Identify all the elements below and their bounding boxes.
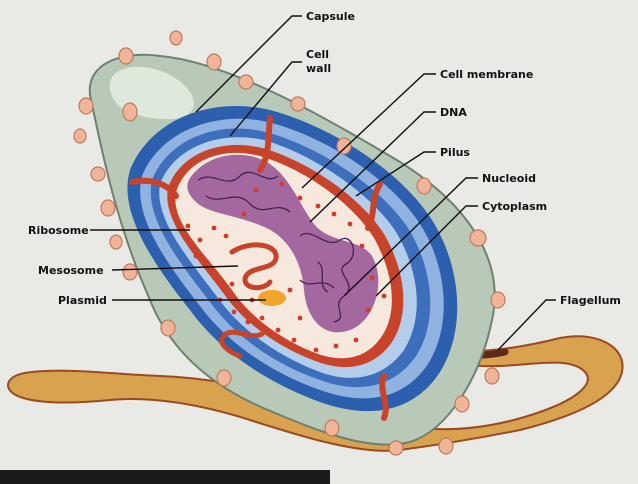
label-cell-wall-line2: wall [306,62,331,75]
label-capsule: Capsule [306,10,355,23]
label-cytoplasm: Cytoplasm [482,200,547,213]
label-dna: DNA [440,106,467,119]
label-cell-membrane: Cell membrane [440,68,533,81]
label-pilus: Pilus [440,146,470,159]
label-nucleoid: Nucleoid [482,172,536,185]
label-plasmid: Plasmid [58,294,107,307]
label-ribosome: Ribosome [28,224,89,237]
pilus-bottom [382,376,385,418]
label-cell-wall-line1: Cell [306,48,329,61]
plasmid-shape [258,290,286,306]
label-mesosome: Mesosome [38,264,104,277]
label-flagellum: Flagellum [560,294,621,307]
bottom-dark-strip [0,470,330,484]
